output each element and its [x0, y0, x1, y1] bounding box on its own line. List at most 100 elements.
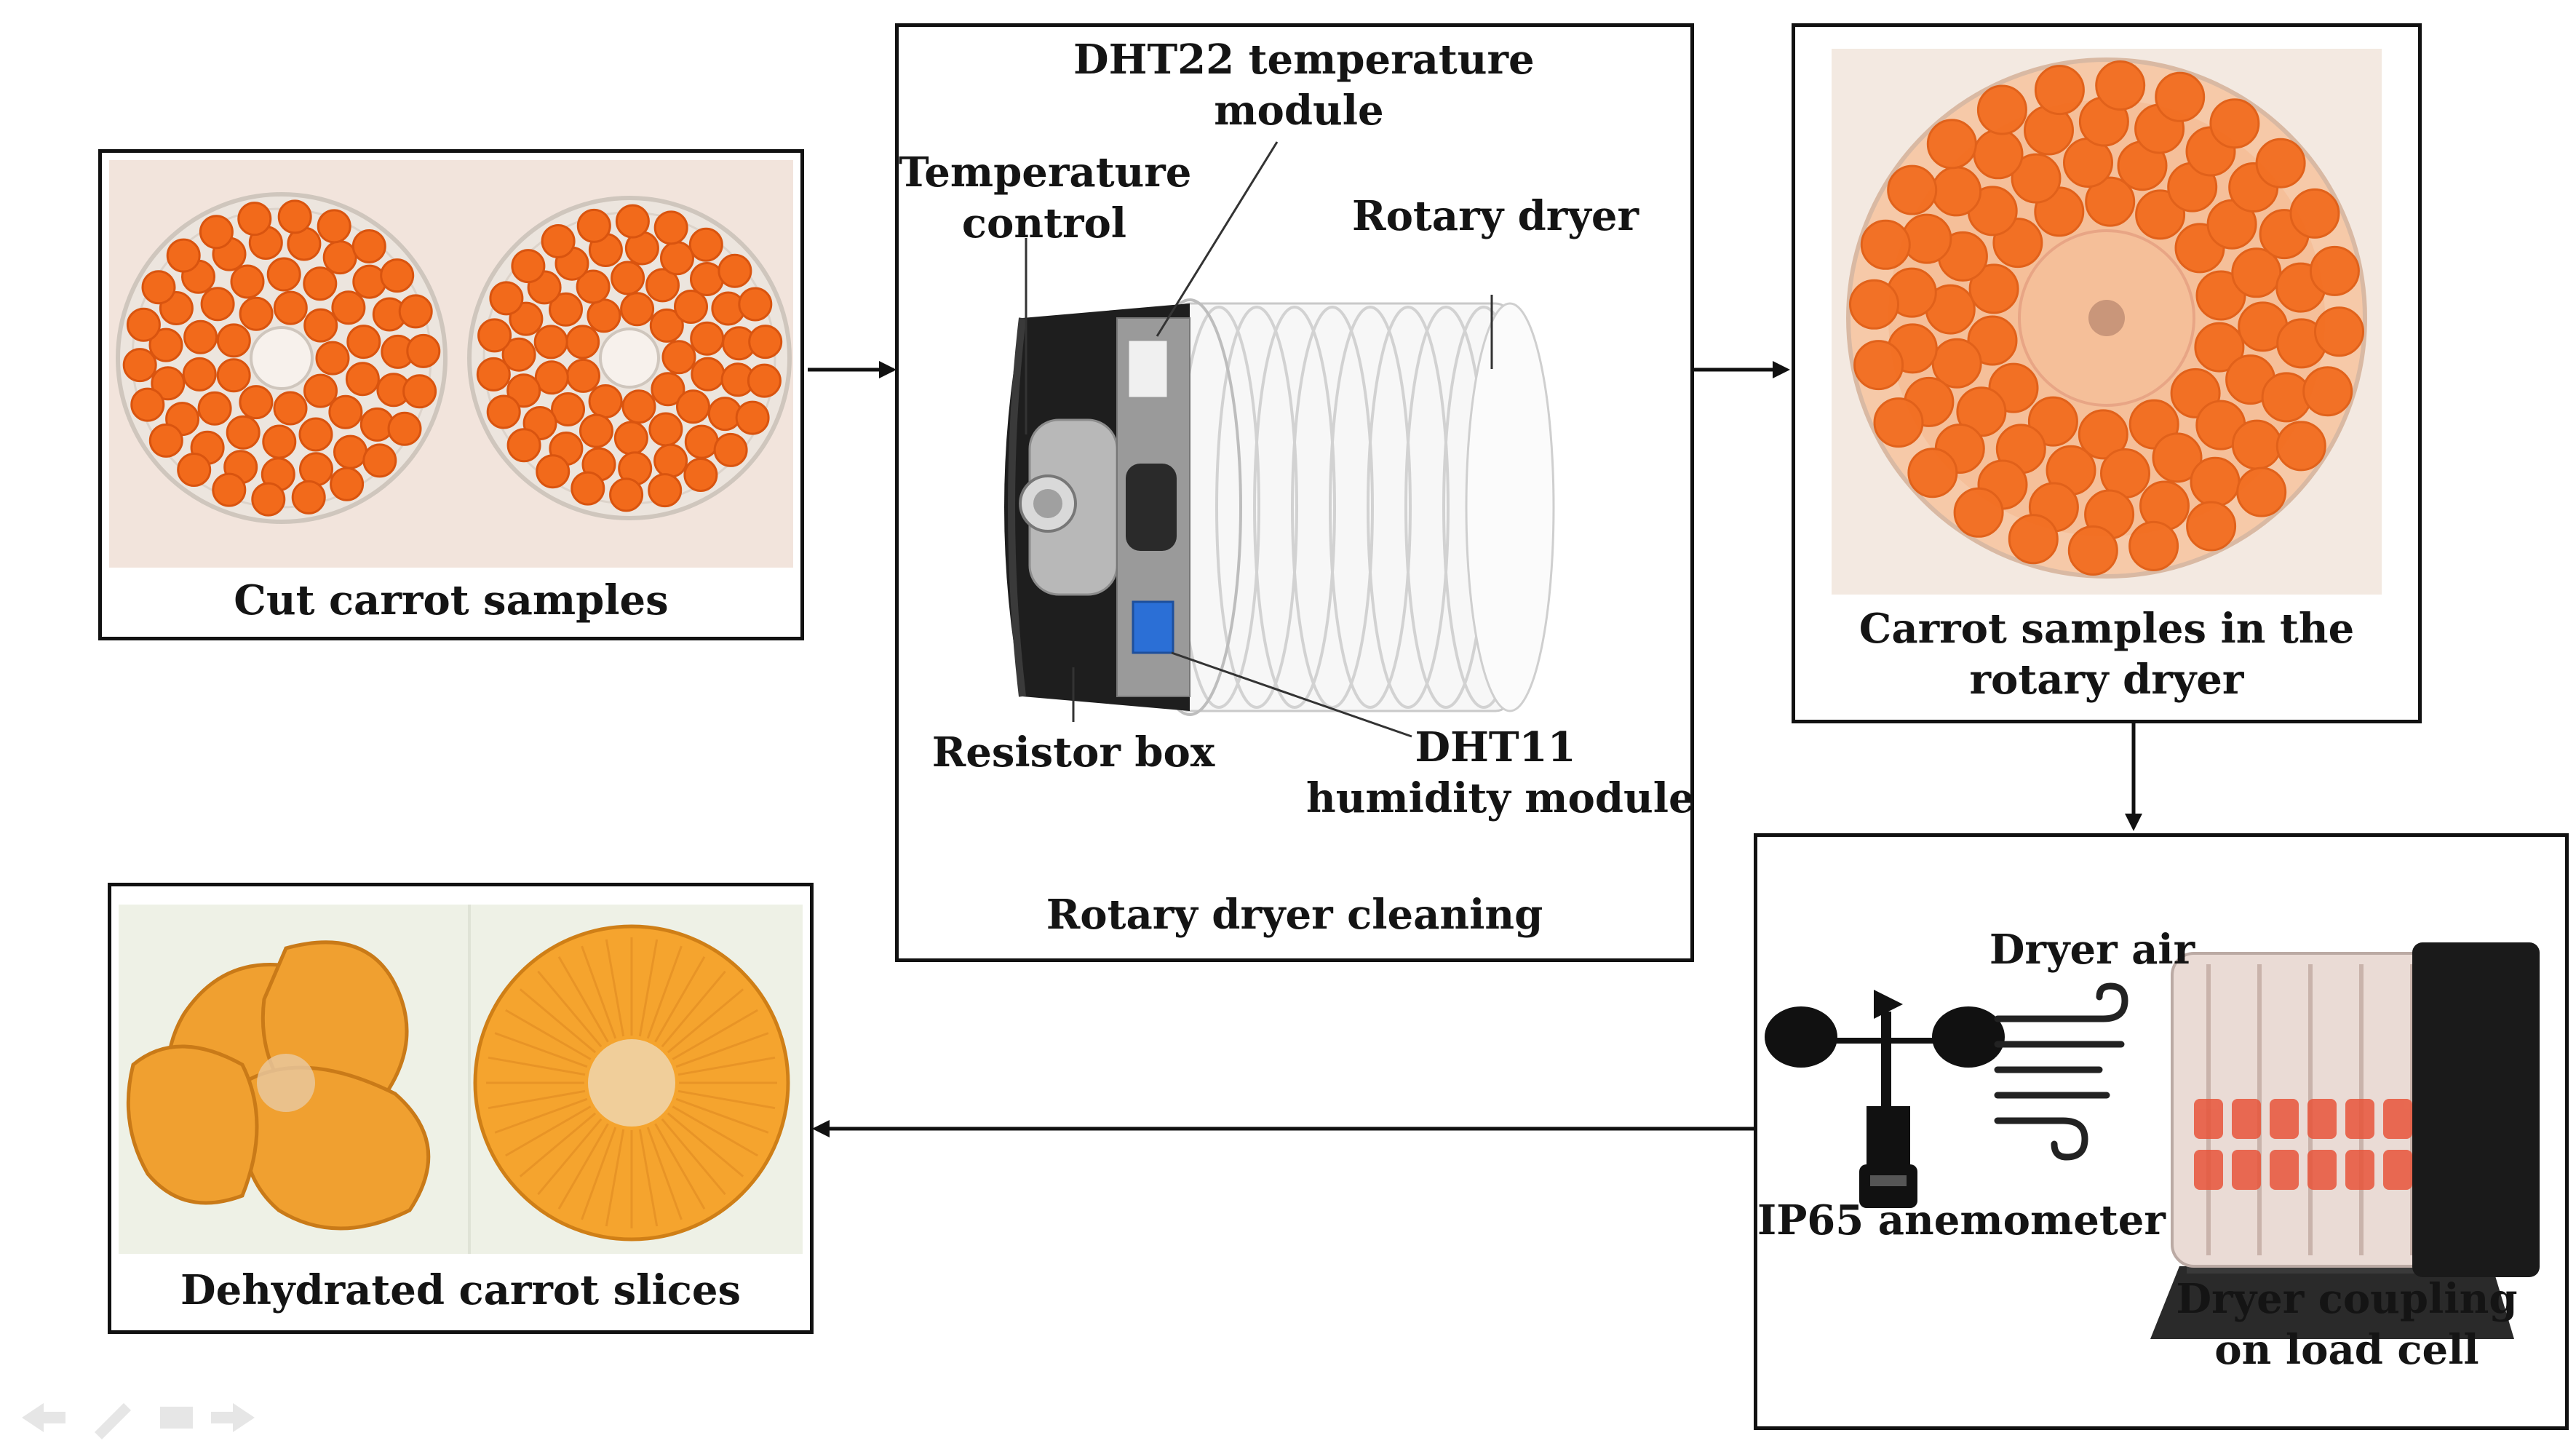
- carrot-slice: [1931, 338, 1982, 389]
- carrot-slice: [579, 413, 613, 448]
- carrot-slice: [611, 261, 645, 295]
- carrot-slice: [2128, 520, 2179, 571]
- samples-in-dryer-photo: [1832, 49, 2382, 595]
- carrot-slice: [506, 428, 541, 463]
- pen-icon: [95, 1403, 131, 1439]
- carrot-slice: [2067, 525, 2118, 576]
- carrot-slice: [183, 319, 218, 354]
- carrot-slice: [197, 391, 232, 426]
- arrow-down-icon: [2125, 723, 2142, 831]
- carrot-slice: [1953, 487, 2004, 538]
- cut-samples-box: Cut carrot samples: [98, 149, 804, 640]
- carrot-slice: [651, 372, 685, 407]
- carrot-slice: [387, 411, 422, 446]
- carrot-slice: [402, 374, 437, 409]
- samples-in-dryer-box: Carrot samples in the rotary dryer: [1792, 23, 2422, 723]
- carrot-slice: [331, 290, 366, 325]
- carrot-slice: [151, 366, 186, 401]
- carrot-slice: [620, 292, 655, 327]
- carrot-slice: [2008, 514, 2059, 565]
- carrot-slice: [1931, 166, 1982, 217]
- carrot-slice: [406, 333, 441, 368]
- carrot-slice: [200, 287, 235, 322]
- rotary-dryer-callout: Rotary dryer: [1352, 192, 1639, 240]
- carrot-slice: [273, 391, 308, 426]
- carrot-slice: [587, 298, 621, 333]
- carrot-slice: [398, 294, 433, 329]
- carrot-slice: [683, 458, 718, 492]
- carrot-slice: [506, 373, 541, 408]
- carrot-slice: [226, 415, 261, 450]
- carrot-slice: [266, 257, 301, 292]
- dht11-callout: DHT11 humidity module: [1306, 723, 1695, 822]
- carrot-slice: [476, 357, 511, 392]
- arrow-left-icon: [812, 1120, 1754, 1137]
- carrot-slice: [380, 258, 415, 293]
- carrot-slice: [2275, 421, 2326, 472]
- carrot-slice: [615, 204, 650, 239]
- dryer-top-view-image: [1832, 49, 2382, 595]
- carrot-slice: [690, 321, 725, 356]
- carrot-slice: [533, 325, 568, 359]
- carrot-slice: [130, 387, 165, 422]
- carrot-slice: [588, 384, 623, 418]
- carrot-slice: [328, 394, 363, 429]
- carrot-slice: [1967, 315, 2018, 366]
- carrot-slice: [653, 210, 688, 245]
- carrot-slice: [148, 423, 183, 458]
- carrot-slice: [317, 209, 351, 244]
- resistor-box-unit: [1004, 303, 1190, 711]
- carrot-slice: [345, 362, 380, 397]
- carrot-slice: [566, 358, 600, 393]
- carrot-slice: [674, 290, 708, 324]
- coupling-illustration: [1765, 942, 2540, 1339]
- carrot-slice: [1907, 448, 1958, 498]
- carrot-slice: [322, 240, 357, 275]
- carrot-slice: [2236, 466, 2287, 517]
- carrot-slice: [2309, 245, 2360, 296]
- carrot-slice: [576, 269, 611, 304]
- dht22-callout: DHT22 temperature module: [1073, 36, 1535, 135]
- carrot-slice: [511, 249, 546, 284]
- carrot-slice: [2027, 396, 2078, 447]
- carrot-slice: [1926, 119, 1977, 170]
- carrot-slice: [141, 270, 176, 305]
- carrot-slice: [565, 325, 600, 359]
- carrot-slice: [1873, 397, 1924, 448]
- carrot-slice: [1968, 263, 2019, 314]
- carrot-slice: [352, 264, 387, 299]
- carrot-slice: [501, 337, 536, 372]
- arrow-right-icon: [1694, 361, 1790, 378]
- presentation-nav-bar[interactable]: [15, 1396, 262, 1439]
- carrot-slice: [571, 471, 605, 506]
- carrot-slice: [660, 241, 694, 276]
- carrot-slice: [661, 340, 696, 375]
- menu-icon: [160, 1407, 193, 1429]
- carrot-slice: [2078, 409, 2128, 460]
- carrot-slice: [2231, 247, 2282, 298]
- carrot-slice: [362, 443, 397, 478]
- carrot-slice: [2135, 189, 2186, 240]
- carrot-slice: [2302, 366, 2353, 417]
- dehydrated-box: Dehydrated carrot slices: [108, 883, 814, 1334]
- carrot-slice: [239, 385, 274, 420]
- carrot-slice: [303, 266, 338, 301]
- carrot-slice: [2231, 419, 2282, 470]
- carrot-slice: [735, 400, 770, 435]
- carrot-slice: [122, 348, 157, 383]
- dht11-sensor: [1132, 600, 1174, 654]
- carrot-slice: [1853, 340, 1904, 391]
- carrot-slice: [645, 268, 680, 303]
- carrot-slice: [648, 412, 683, 447]
- carrot-slice: [621, 389, 656, 424]
- carrot-slice: [330, 466, 365, 501]
- carrot-slice: [1887, 164, 1938, 215]
- carrot-slice: [717, 253, 752, 288]
- rotary-drum: [1137, 298, 1555, 716]
- next-arrow-icon: [211, 1403, 255, 1432]
- carrot-slice: [1860, 219, 1911, 270]
- carrot-slice: [2255, 138, 2306, 188]
- samples-in-dryer-caption: Carrot samples in the rotary dryer: [1859, 605, 2355, 704]
- carrot-slice: [303, 308, 338, 343]
